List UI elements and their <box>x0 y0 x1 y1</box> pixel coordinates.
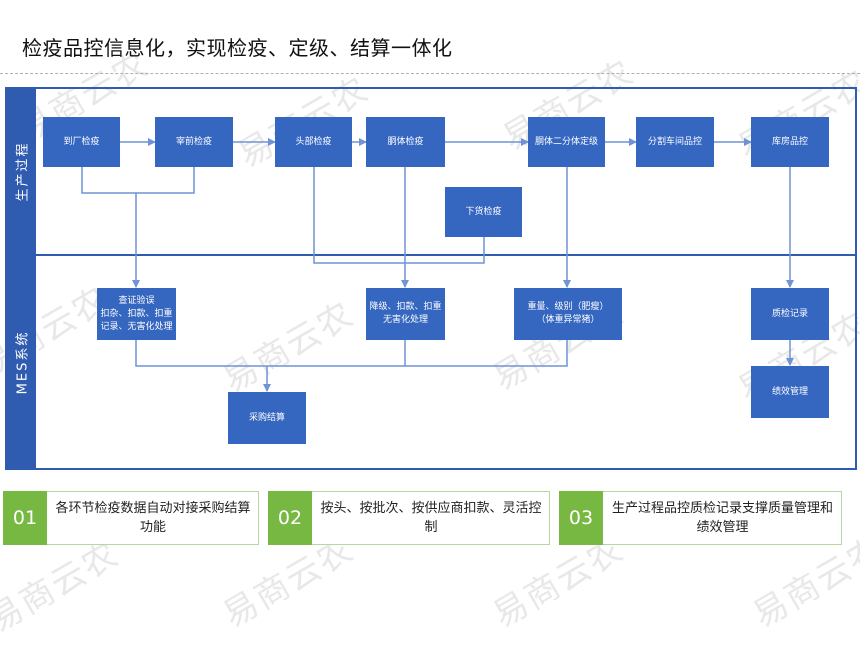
line-head-down <box>313 167 485 264</box>
feature-card-1-number: 01 <box>3 491 47 545</box>
box-carcass-inspection: 胴体检疫 <box>366 117 445 167</box>
feature-card-3-text: 生产过程品控质检记录支撑质量管理和绩效管理 <box>611 501 833 535</box>
box-qc-record: 质检记录 <box>751 288 829 340</box>
box-offal-inspection: 下货检疫 <box>445 187 522 237</box>
title-divider <box>0 73 860 74</box>
box-antemortem-inspection: 宰前检疫 <box>155 117 233 167</box>
box-factory-inspection: 到厂检疫 <box>43 117 120 167</box>
box-warehouse-qc: 库房品控 <box>751 117 829 167</box>
box-weight-grade: 重量、级别（肥瘦） （体重异常猪） <box>514 288 622 340</box>
box-performance-mgmt: 绩效管理 <box>751 366 829 418</box>
box-cert-check: 查证验误 扣杂、扣款、扣重 记录、无害化处理 <box>97 288 176 340</box>
lane-divider <box>36 254 857 256</box>
box-downgrade-deduct: 降级、扣款、扣重 无害化处理 <box>366 288 445 340</box>
feature-card-3-number: 03 <box>559 491 603 545</box>
box-purchase-settlement: 采购结算 <box>228 392 306 444</box>
line-mes-merge <box>135 340 568 367</box>
box-cutting-qc: 分割车间品控 <box>636 117 714 167</box>
box-head-inspection: 头部检疫 <box>275 117 352 167</box>
feature-card-3: 03 生产过程品控质检记录支撑质量管理和绩效管理 <box>559 491 842 545</box>
lane-label-mes: MES系统 <box>5 255 36 470</box>
feature-card-2: 02 按头、按批次、按供应商扣款、灵活控制 <box>268 491 550 545</box>
lane-label-production: 生产过程 <box>5 87 36 255</box>
page-title: 检疫品控信息化，实现检疫、定级、结算一体化 <box>22 36 453 60</box>
box-carcass-grading: 胴体二分体定级 <box>528 117 605 167</box>
line-factory-merge <box>81 167 195 194</box>
feature-card-1: 01 各环节检疫数据自动对接采购结算功能 <box>3 491 259 545</box>
feature-card-1-text: 各环节检疫数据自动对接采购结算功能 <box>55 501 251 535</box>
feature-card-2-text: 按头、按批次、按供应商扣款、灵活控制 <box>320 501 542 535</box>
feature-card-2-number: 02 <box>268 491 312 545</box>
